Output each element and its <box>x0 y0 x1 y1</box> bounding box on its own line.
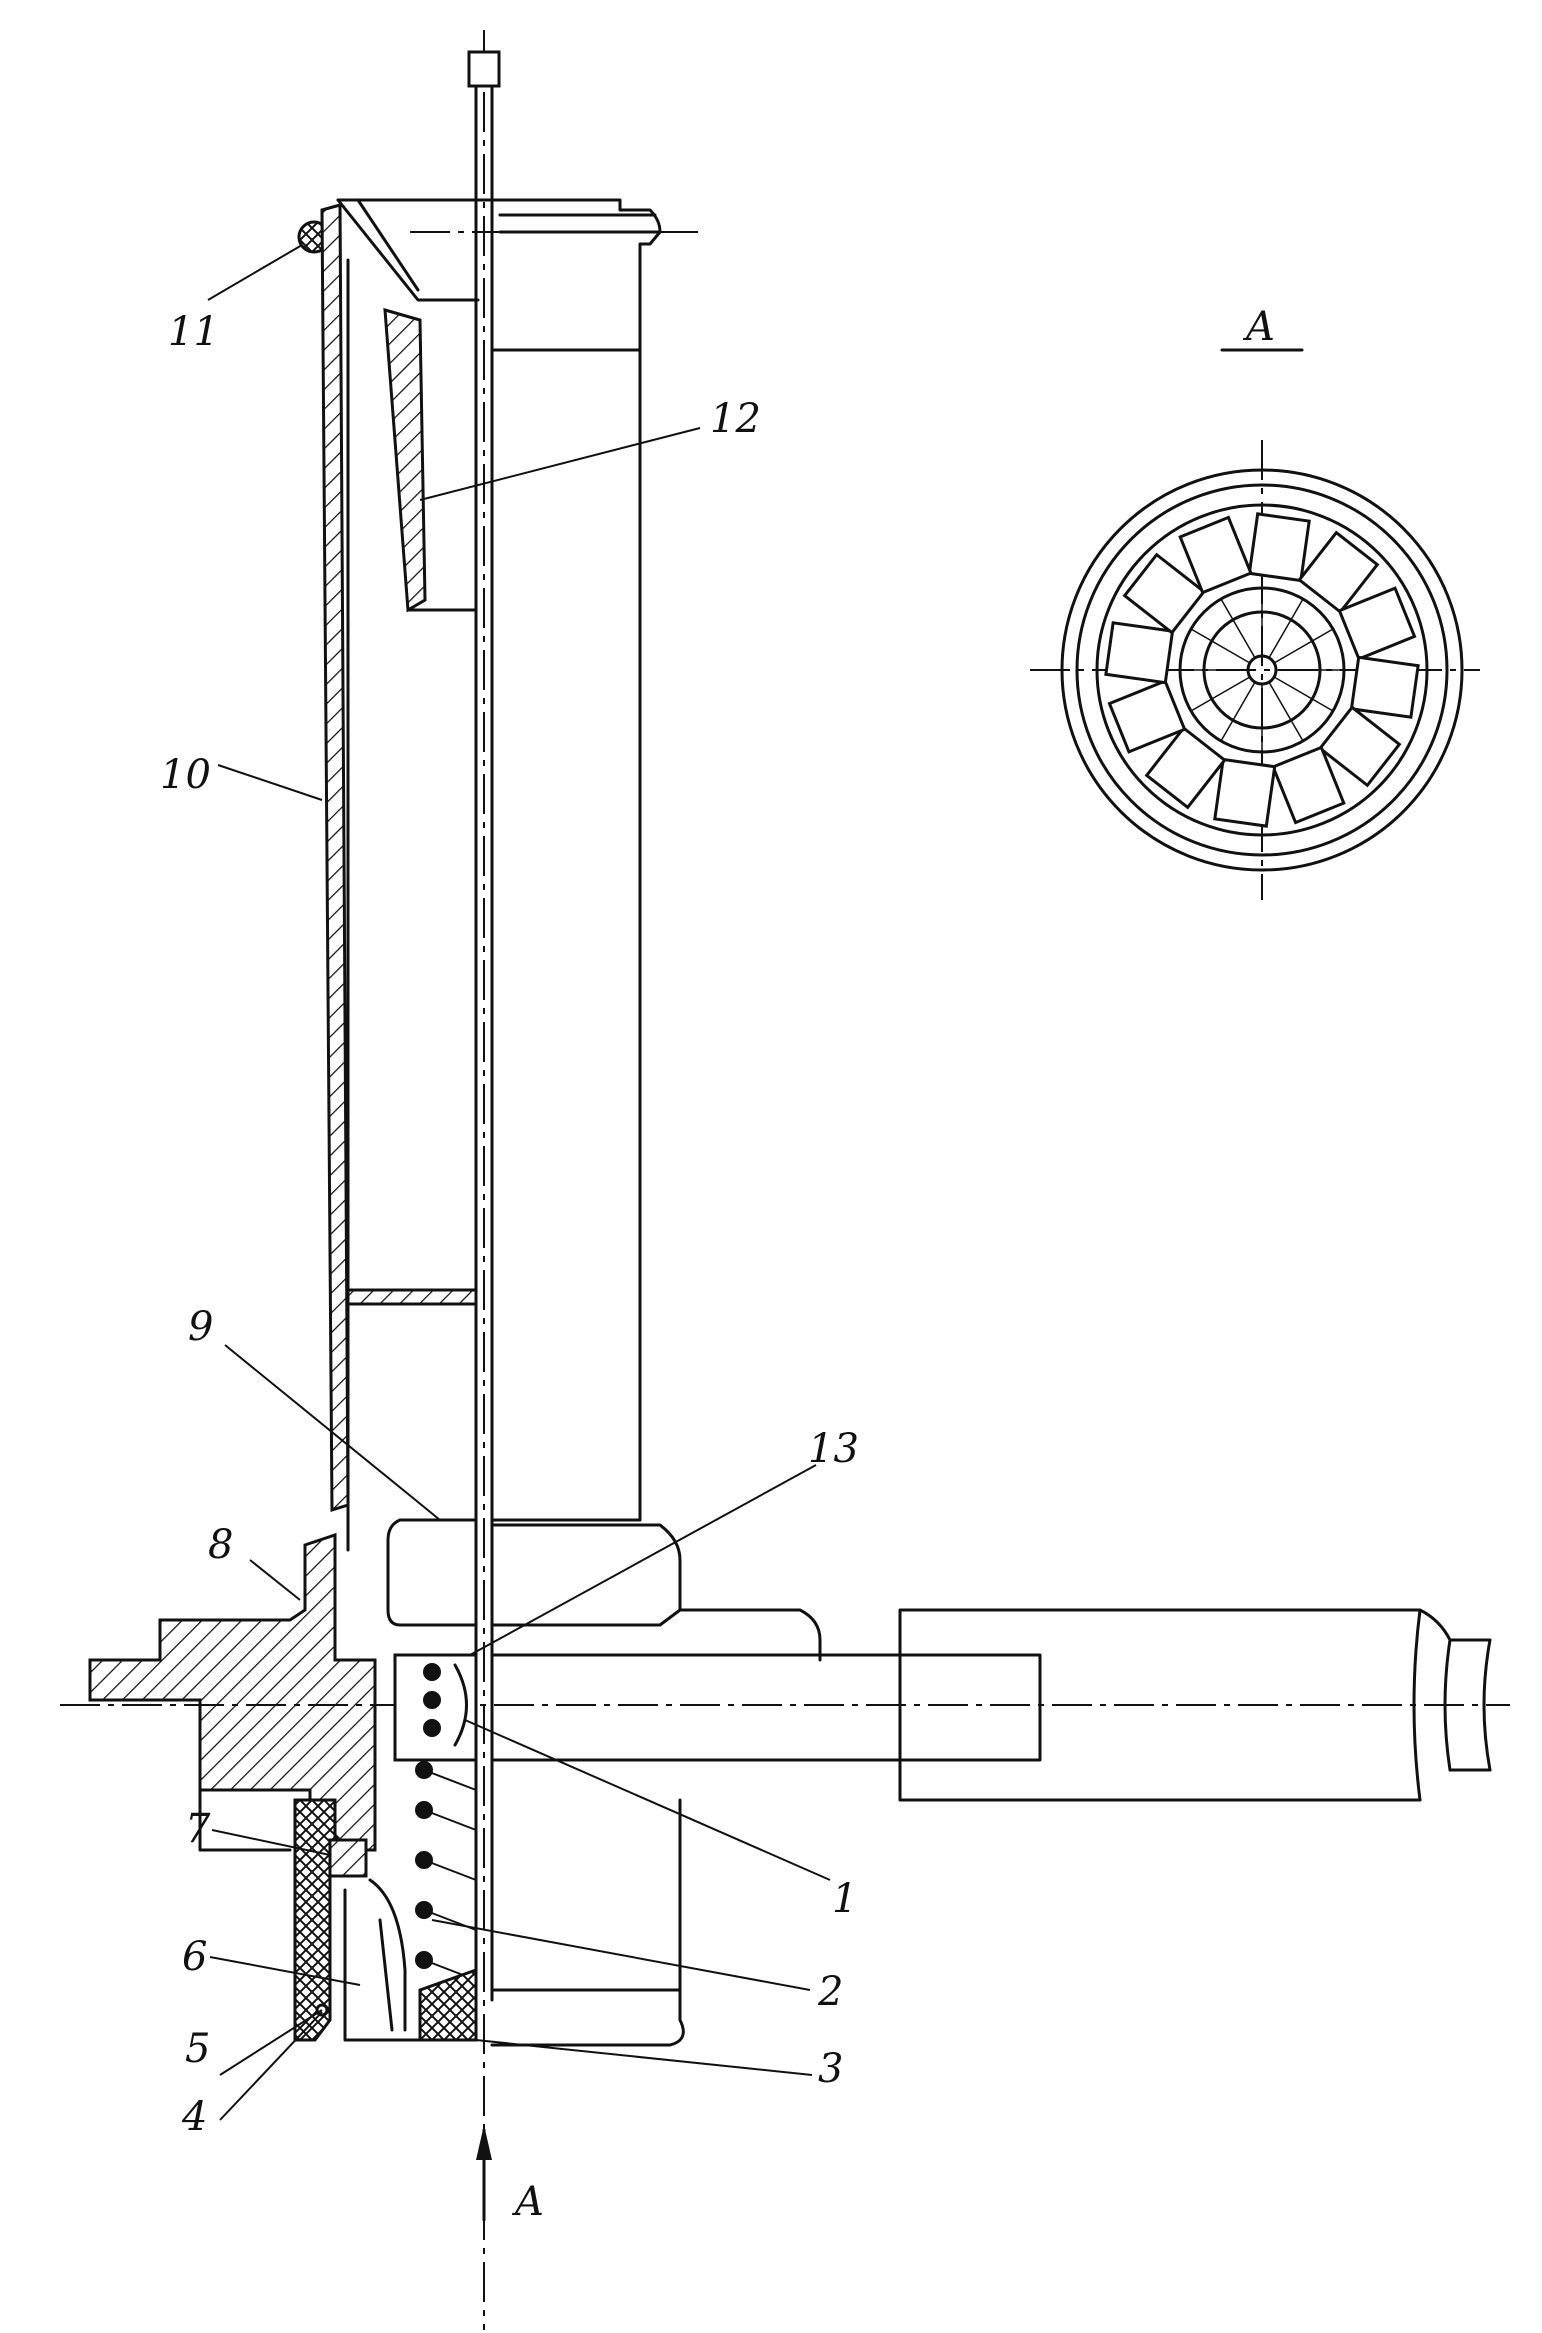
label-13: 13 <box>808 1426 859 1472</box>
housing-9 <box>386 1518 822 1662</box>
blade <box>1337 586 1417 661</box>
hub-ray <box>1220 681 1256 742</box>
label-1: 1 <box>832 1876 857 1922</box>
blade <box>1178 515 1253 595</box>
blade <box>1271 745 1346 825</box>
blade <box>1122 552 1207 635</box>
deflector-12 <box>383 307 478 613</box>
label-view-a-title: A <box>1242 304 1275 350</box>
blade <box>1213 757 1277 828</box>
tube-10 <box>320 203 642 1552</box>
label-3: 3 <box>818 2046 843 2092</box>
label-12: 12 <box>710 396 761 442</box>
label-6: 6 <box>182 1934 207 1980</box>
hub-ray <box>1268 598 1304 659</box>
label-4: 4 <box>181 2094 207 2140</box>
blade <box>1247 512 1311 583</box>
hub-ray <box>1273 628 1334 664</box>
hub-flange-8 <box>88 1532 377 1852</box>
leader-lines <box>207 244 831 2121</box>
label-9: 9 <box>188 1304 213 1350</box>
label-11: 11 <box>168 309 219 355</box>
blade <box>1349 655 1420 719</box>
blade <box>1297 530 1380 615</box>
seal-13 <box>393 1653 478 1762</box>
label-5: 5 <box>185 2026 210 2072</box>
hub-ray <box>1268 681 1304 742</box>
label-10: 10 <box>160 752 211 798</box>
blade <box>1107 679 1187 754</box>
label-7: 7 <box>185 1806 211 1852</box>
blade <box>1104 621 1175 685</box>
hub-ray <box>1273 676 1334 712</box>
label-2: 2 <box>817 1969 843 2015</box>
blade <box>1144 725 1227 810</box>
shaft <box>60 1608 1510 1802</box>
blade <box>1317 705 1402 788</box>
label-view-a: A <box>511 2179 544 2225</box>
view-arrow-a <box>476 2125 492 2222</box>
hub-ray <box>1220 598 1256 659</box>
label-8: 8 <box>208 1522 233 1568</box>
hub-ray <box>1190 628 1251 664</box>
top-cap <box>336 198 700 352</box>
end-view-a <box>1030 348 1480 900</box>
part-labels: 11 12 10 9 8 13 1 2 3 7 6 5 4 A A <box>160 304 1275 2225</box>
spring-2 <box>415 1761 477 1981</box>
lower-body <box>293 1798 685 2047</box>
blade-ring <box>1104 512 1420 828</box>
hub-ray <box>1190 676 1251 712</box>
